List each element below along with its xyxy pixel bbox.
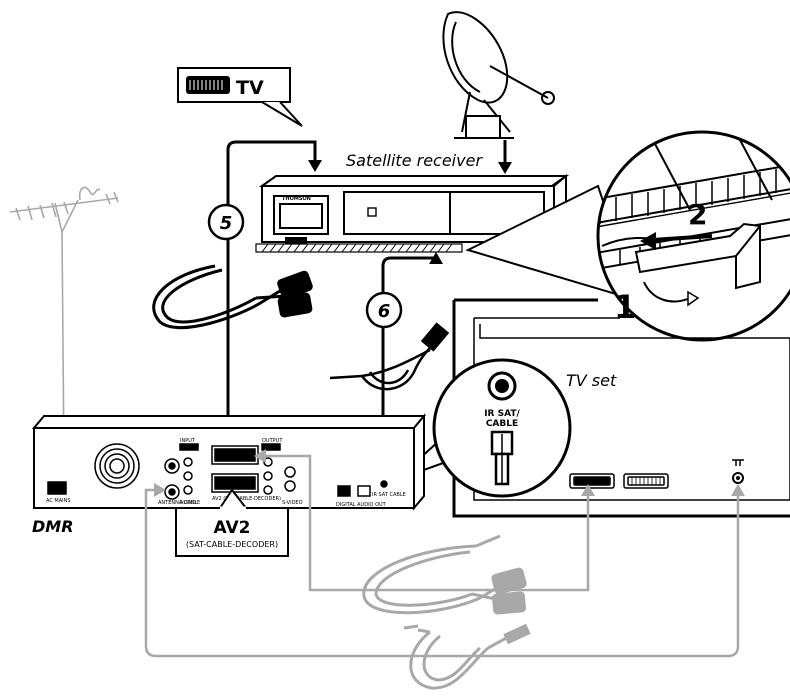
tv-scart-plug-icon: TV [177,67,303,127]
grey-cable-routes [144,454,740,658]
tv-scart-sockets [569,473,669,489]
ir-route-6 [381,256,438,474]
svg-text:6: 6 [378,301,391,322]
av2-callout: AV2 (SAT-CABLE-DECODER) [175,488,289,557]
ir-sat-label-line1: IR SAT/ [484,409,520,419]
satellite-receiver [258,173,570,245]
dmr-label: DMR [32,517,74,536]
dmr-panel-labels: AC MAINS INPUT OUTPUT ANTENNA CABLE AUDI… [46,438,406,508]
tv-set-label: TV set [566,371,617,390]
step-5-badge: 5 [207,203,245,241]
svg-text:INPUT: INPUT [180,438,196,444]
tv-plug-label: TV [236,77,264,99]
grey-rf-cable-icon [403,623,531,690]
scart-route-5 [226,140,317,462]
detail-step-2-label: 2 [688,198,707,231]
satellite-dish-icon [442,11,555,139]
shelf-mount-detail: 2 1 [465,130,790,342]
receiver-shelf [255,243,463,253]
grey-scart-cable-icon [362,534,527,615]
svg-text:AV2 (SAT-CABLE-DECODER): AV2 (SAT-CABLE-DECODER) [212,496,281,502]
satellite-receiver-label: Satellite receiver [346,151,483,170]
av2-label: AV2 [214,518,251,538]
svg-text:ANTENNA CABLE: ANTENNA CABLE [158,500,200,506]
av2-sublabel: (SAT-CABLE-DECODER) [186,540,278,549]
ir-sat-label-line2: CABLE [486,419,518,429]
ir-blaster-cable-icon [329,322,450,391]
receiver-brand-logo: THOMSON [282,196,311,202]
svg-text:AC MAINS: AC MAINS [46,498,71,504]
detail-step-1-label: 1 [614,288,636,326]
svg-text:IR SAT CABLE: IR SAT CABLE [372,492,406,498]
svg-text:AUDIO: AUDIO [180,500,196,506]
scart-cable-icon [152,264,313,330]
dmr-panel-details [47,443,388,500]
step-6-badge: 6 [365,291,403,329]
svg-text:OUTPUT: OUTPUT [262,438,283,444]
svg-text:5: 5 [220,213,233,234]
tv-set [452,298,790,518]
svg-text:S-VIDEO: S-VIDEO [282,500,303,506]
svg-text:DIGITAL AUDIO OUT: DIGITAL AUDIO OUT [336,502,387,508]
ir-socket-callout: IR SAT/ CABLE [395,358,572,498]
tv-antenna-socket [732,459,744,484]
